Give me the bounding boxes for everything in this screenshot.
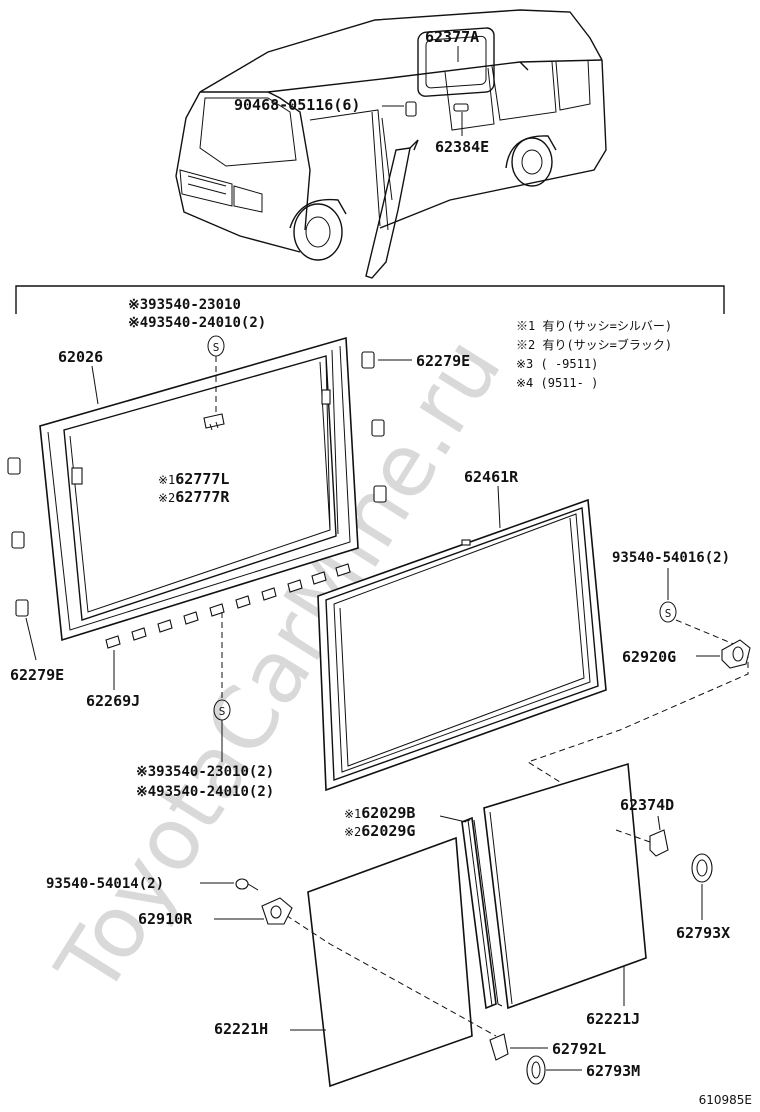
label-62221H: 62221H	[214, 1020, 268, 1038]
sash-frame-62026	[39, 336, 359, 642]
svg-text:S: S	[665, 607, 672, 620]
pad-62374D	[649, 829, 669, 857]
screw-bottom-note-2: ※493540-24010(2)	[136, 784, 274, 800]
pad-62793M	[526, 1055, 546, 1085]
latch-62920G	[721, 639, 751, 669]
glass-62221H	[307, 836, 473, 1088]
van-illustration	[175, 9, 607, 279]
legend: ※1 有り(サッシ=シルバー) ※2 有り(サッシ=ブラック) ※3 ( -95…	[516, 319, 672, 390]
label-62221J: 62221J	[586, 1010, 640, 1028]
legend-item-1: ※1 有り(サッシ=シルバー)	[516, 319, 672, 333]
channel-label-2: ※262029G	[344, 822, 415, 840]
clips-62279E	[7, 351, 387, 617]
screw-top-note-2: ※493540-24010(2)	[128, 315, 266, 331]
lock-62777	[203, 413, 225, 431]
label-62026: 62026	[58, 348, 103, 366]
channel-62029	[461, 816, 503, 1010]
channel-label-1: ※162029B	[344, 804, 415, 822]
lock-label-1: ※162777L	[158, 470, 229, 488]
van-clip	[405, 101, 417, 117]
label-62279E-bottom: 62279E	[10, 666, 64, 684]
label-62793X: 62793X	[676, 924, 730, 942]
label-62792L: 62792L	[552, 1040, 606, 1058]
label-62279E-top: 62279E	[416, 352, 470, 370]
label-62377A: 62377A	[425, 28, 479, 46]
lock-label-2: ※262777R	[158, 488, 230, 506]
screw-bottom-note-1: ※393540-23010(2)	[136, 764, 274, 780]
label-93540-54014: 93540-54014(2)	[46, 876, 164, 892]
tapes-62269J	[105, 563, 351, 649]
legend-item-2: ※2 有り(サッシ=ブラック)	[516, 337, 672, 352]
screw-top-note-1: ※393540-23010	[128, 297, 241, 313]
label-62461R: 62461R	[464, 468, 519, 486]
svg-text:S: S	[219, 705, 226, 718]
screw-symbol-right: S	[659, 601, 677, 623]
label-62269J: 62269J	[86, 692, 140, 710]
weatherstrip-62461R	[317, 498, 607, 792]
screw-62910R	[235, 878, 259, 891]
pad-62792L	[489, 1033, 509, 1061]
assembly-bracket	[15, 285, 725, 314]
label-62374D: 62374D	[620, 796, 674, 814]
screw-symbol-top: S	[207, 335, 225, 357]
label-90468-05116: 90468-05116(6)	[234, 96, 360, 114]
label-62920G: 62920G	[622, 648, 676, 666]
diagram-id: 610985E	[699, 1093, 752, 1107]
label-62384E: 62384E	[435, 138, 489, 156]
glass-62221J	[483, 762, 647, 1010]
legend-item-3: ※3 ( -9511)	[516, 357, 598, 371]
label-62910R: 62910R	[138, 910, 193, 928]
latch-62910R	[261, 897, 293, 925]
van-window-lock	[453, 103, 469, 112]
pad-62793X	[691, 853, 713, 883]
legend-item-4: ※4 (9511- )	[516, 376, 598, 390]
label-62793M: 62793M	[586, 1062, 640, 1080]
label-93540-54016: 93540-54016(2)	[612, 550, 730, 566]
van-window-frame	[417, 27, 495, 97]
svg-text:S: S	[213, 341, 220, 354]
